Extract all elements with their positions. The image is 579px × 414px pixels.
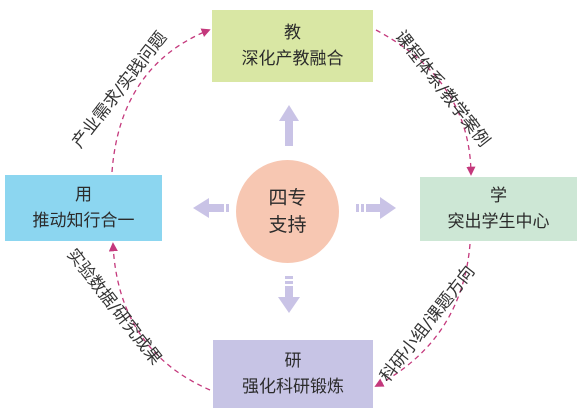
node-teach-title: 教 <box>284 22 301 43</box>
cycle-arc-top-to-right <box>375 29 476 176</box>
node-learn-title: 学 <box>490 185 507 206</box>
node-teach: 教 深化产教融合 <box>212 10 373 82</box>
center-line-2: 支持 <box>268 213 307 236</box>
cycle-arc-right-to-bottom <box>374 243 471 387</box>
cycle-arc-bottom-to-left <box>108 242 211 391</box>
arrow-down-icon <box>278 276 300 313</box>
node-apply: 用 推动知行合一 <box>5 175 162 241</box>
arrow-right-icon <box>356 197 396 219</box>
arrow-up-icon <box>279 105 299 146</box>
center-line-1: 四专 <box>268 186 307 209</box>
node-research-title: 研 <box>284 350 302 371</box>
node-research-subtitle: 强化科研锻炼 <box>242 377 344 397</box>
center-circle: 四专 支持 <box>236 160 339 263</box>
node-research: 研 强化科研锻炼 <box>213 340 373 408</box>
node-apply-subtitle: 推动知行合一 <box>32 211 135 231</box>
arrow-left-icon <box>193 198 229 218</box>
node-learn-subtitle: 突出学生中心 <box>447 212 550 232</box>
node-apply-title: 用 <box>75 184 92 205</box>
node-teach-subtitle: 深化产教融合 <box>241 49 344 69</box>
node-learn: 学 突出学生中心 <box>420 177 577 241</box>
cycle-arc-left-to-top <box>111 28 211 173</box>
